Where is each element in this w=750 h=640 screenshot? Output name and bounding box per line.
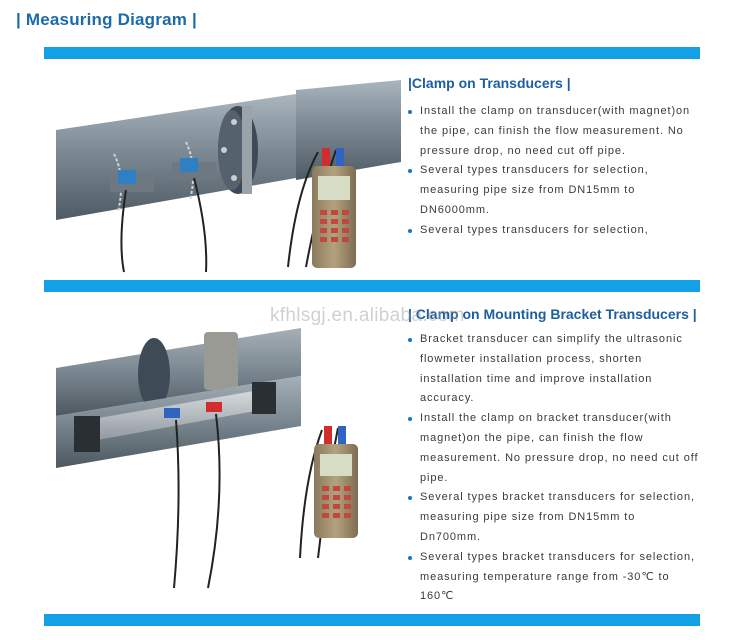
section2-bullet: Several types bracket transducers for se… <box>408 488 700 547</box>
bracket-transducers-photo <box>56 298 401 598</box>
section2-bullet-list: Bracket transducer can simplify the ultr… <box>408 330 700 607</box>
section2-bullet: Install the clamp on bracket transducer(… <box>408 409 700 488</box>
section2-title: | Clamp on Mounting Bracket Transducers … <box>408 306 697 322</box>
section-divider-bottom <box>44 614 700 626</box>
section1-bullet: Several types transducers for selection,… <box>408 161 698 220</box>
section-divider-top <box>44 47 700 59</box>
section2-bullet: Several types bracket transducers for se… <box>408 548 700 607</box>
section1-title: |Clamp on Transducers | <box>408 75 571 91</box>
page-title: | Measuring Diagram | <box>16 10 197 29</box>
clamp-on-transducers-photo <box>56 72 401 280</box>
section1-bullet: Install the clamp on transducer(with mag… <box>408 102 698 161</box>
section-divider-middle <box>44 280 700 292</box>
section2-bullet: Bracket transducer can simplify the ultr… <box>408 330 700 409</box>
section1-bullet: Several types transducers for selection, <box>408 221 698 241</box>
section1-bullet-list: Install the clamp on transducer(with mag… <box>408 102 698 241</box>
